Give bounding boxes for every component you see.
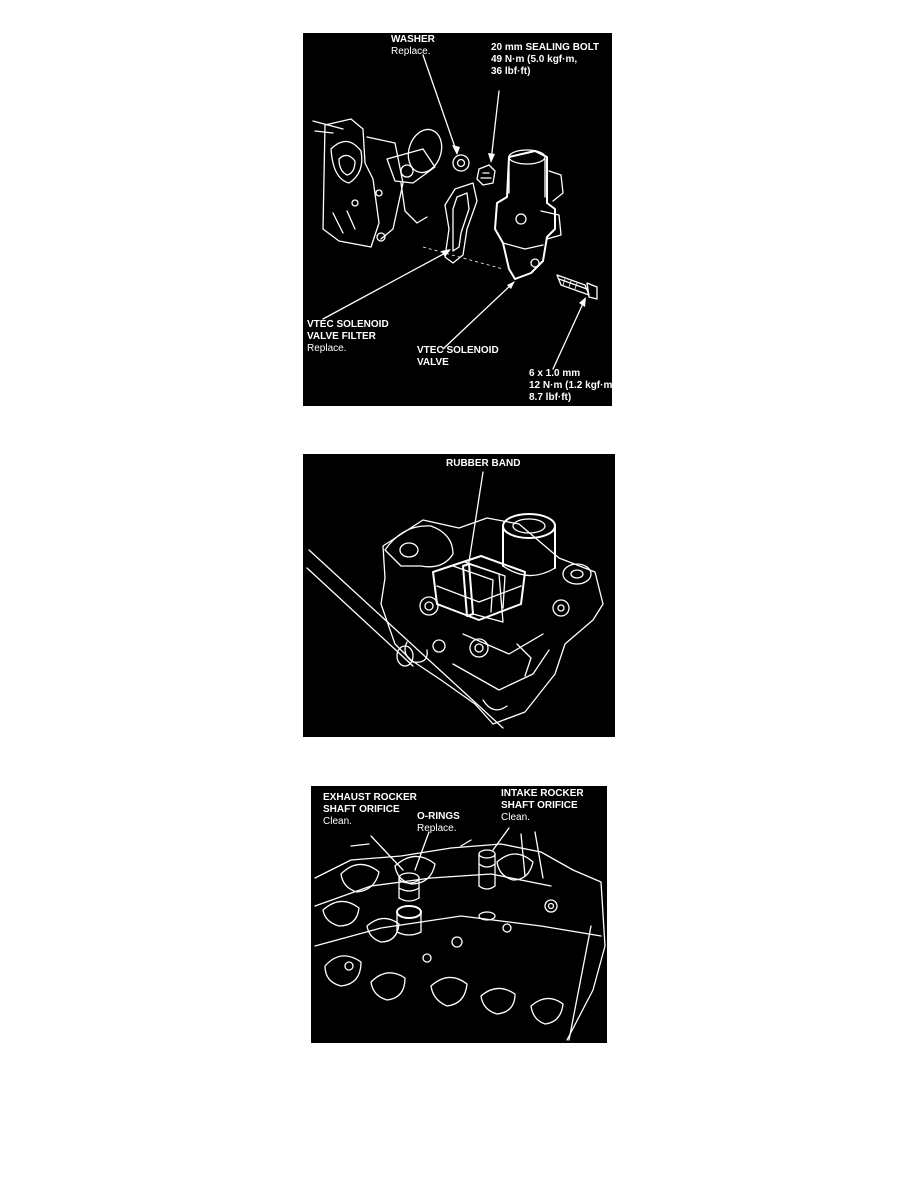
solenoid-label-line1: VTEC SOLENOID <box>417 345 499 356</box>
washer-label: WASHER <box>391 34 435 45</box>
bolt-callout: 6 x 1.0 mm 12 N·m (1.2 kgf·m, 8.7 lbf·ft… <box>529 368 612 404</box>
solenoid-label-line2: VALVE <box>417 357 449 368</box>
bolt-torque: 12 N·m (1.2 kgf·m, <box>529 380 612 391</box>
filter-callout: VTEC SOLENOID VALVE FILTER Replace. <box>307 319 389 355</box>
solenoid-callout: VTEC SOLENOID VALVE <box>417 345 499 369</box>
sealing-bolt-torque-lbf: 36 lbf·ft) <box>491 66 531 77</box>
intake-label-line1: INTAKE ROCKER <box>501 788 584 799</box>
o-rings-callout: O-RINGS Replace. <box>417 811 460 835</box>
filter-label-line2: VALVE FILTER <box>307 331 376 342</box>
rubber-band-callout: RUBBER BAND <box>446 458 520 470</box>
exhaust-label-line1: EXHAUST ROCKER <box>323 792 417 803</box>
vtec-solenoid-drawing <box>312 54 598 370</box>
bolt-size: 6 x 1.0 mm <box>529 368 581 379</box>
exhaust-label-line2: SHAFT ORIFICE <box>323 804 400 815</box>
sealing-bolt-label: 20 mm SEALING BOLT <box>491 42 600 53</box>
bolt-torque-lbf: 8.7 lbf·ft) <box>529 392 572 403</box>
rocker-shaft-drawing <box>314 827 606 1041</box>
figure-rocker-shaft-orifices: EXHAUST ROCKER SHAFT ORIFICE Clean. O-RI… <box>311 786 607 1043</box>
washer-callout: WASHER Replace. <box>391 34 435 58</box>
rubber-band-drawing <box>306 471 604 729</box>
figure-vtec-solenoid-valve: WASHER Replace. 20 mm SEALING BOLT 49 N·… <box>303 33 612 406</box>
o-rings-note: Replace. <box>417 823 457 834</box>
rubber-band-label: RUBBER BAND <box>446 458 521 469</box>
figure-rubber-band: RUBBER BAND <box>303 454 615 737</box>
filter-label-line1: VTEC SOLENOID <box>307 319 389 330</box>
intake-orifice-callout: INTAKE ROCKER SHAFT ORIFICE Clean. <box>501 788 584 824</box>
washer-note: Replace. <box>391 46 431 57</box>
filter-note: Replace. <box>307 343 347 354</box>
exhaust-note: Clean. <box>323 816 352 827</box>
o-rings-label: O-RINGS <box>417 811 460 822</box>
exhaust-orifice-callout: EXHAUST ROCKER SHAFT ORIFICE Clean. <box>323 792 417 828</box>
intake-note: Clean. <box>501 812 530 823</box>
sealing-bolt-torque: 49 N·m (5.0 kgf·m, <box>491 54 578 65</box>
sealing-bolt-callout: 20 mm SEALING BOLT 49 N·m (5.0 kgf·m, 36… <box>491 42 599 78</box>
intake-label-line2: SHAFT ORIFICE <box>501 800 578 811</box>
